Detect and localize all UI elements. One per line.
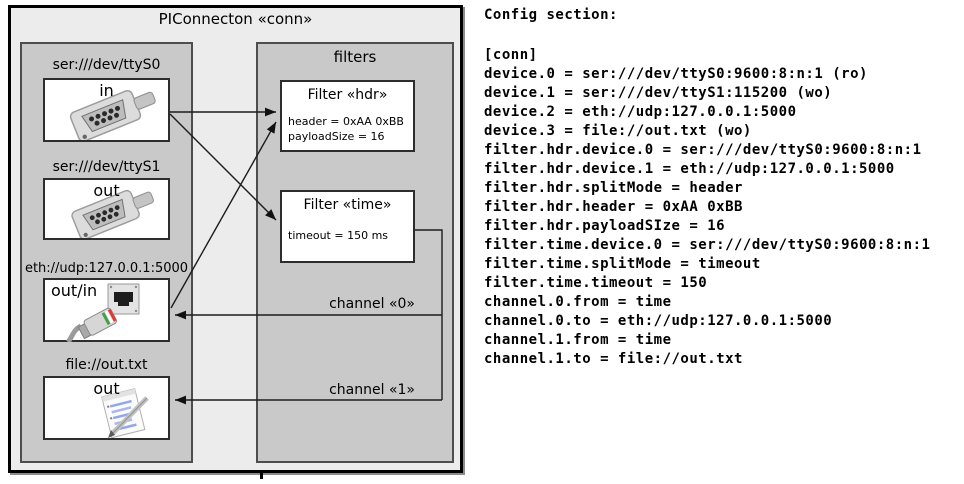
config-line: [conn] — [484, 47, 538, 63]
config-lines: [conn] device.0 = ser:///dev/ttyS0:9600:… — [484, 46, 962, 369]
filter-time-title: Filter «time» — [303, 197, 392, 213]
device-uri-eth: eth://udp:127.0.0.1:5000 — [24, 261, 189, 276]
filter-attr-timeout: timeout = 150 ms — [288, 229, 389, 242]
filter-hdr-title: Filter «hdr» — [307, 87, 388, 103]
ethernet-port-icon — [107, 283, 140, 315]
channel-0-label: channel «0» — [329, 296, 415, 312]
config-line: filter.hdr.header = 0xAA 0xBB — [484, 199, 743, 215]
config-line: filter.time.device.0 = ser:///dev/ttyS0:… — [484, 237, 931, 253]
config-line: device.1 = ser:///dev/ttyS1:115200 (wo) — [484, 85, 833, 101]
filter-hdr-box: Filter «hdr» header = 0xAA 0xBB payloadS… — [280, 80, 415, 152]
notepad-icon — [101, 388, 149, 438]
serial-connector-image — [71, 189, 154, 238]
config-line: channel.0.to = eth://udp:127.0.0.1:5000 — [484, 313, 833, 329]
device-direction-label: in — [99, 81, 114, 100]
filters-group-title: filters — [333, 48, 377, 66]
frame-bottom-notch — [260, 470, 263, 479]
config-line: filter.hdr.device.0 = ser:///dev/ttyS0:9… — [484, 142, 922, 158]
filters-group: filters Filter «hdr» header = 0xAA 0xBB … — [256, 42, 454, 463]
config-line: device.0 = ser:///dev/ttyS0:9600:8:n:1 (… — [484, 66, 868, 82]
diagram-title: PIConnecton «conn» — [158, 10, 313, 28]
filter-attr-payloadsize: payloadSize = 16 — [288, 130, 385, 143]
ethernet-plug-icon — [66, 307, 117, 342]
filter-time-box: Filter «time» timeout = 150 ms — [280, 190, 415, 263]
config-heading: Config section: — [484, 7, 618, 23]
piconnection-frame: PIConnecton «conn» ser:///dev/ttyS0 in — [8, 5, 463, 473]
device-box-file: out — [43, 376, 170, 440]
config-line: filter.hdr.payloadSIze = 16 — [484, 218, 726, 234]
device-direction-label: out — [93, 181, 120, 200]
device-direction-label: out/in — [51, 281, 98, 300]
config-line: channel.0.from = time — [484, 294, 672, 310]
device-uri-ttys1: ser:///dev/ttyS1 — [52, 159, 161, 175]
device-uri-file: file://out.txt — [65, 357, 148, 373]
device-direction-label: out — [93, 379, 120, 398]
config-line: channel.1.from = time — [484, 332, 672, 348]
config-line: filter.time.splitMode = timeout — [484, 256, 761, 272]
device-box-eth: out/in — [43, 278, 170, 342]
device-box-ttys0: in — [43, 78, 170, 142]
config-line: filter.time.timeout = 150 — [484, 275, 708, 291]
serial-connector-image — [69, 89, 156, 140]
device-uri-ttys0: ser:///dev/ttyS0 — [52, 57, 161, 73]
filter-hdr-attributes: header = 0xAA 0xBB payloadSize = 16 — [288, 114, 409, 144]
config-line: filter.hdr.splitMode = header — [484, 180, 743, 196]
config-line: channel.1.to = file://out.txt — [484, 351, 743, 367]
config-section: Config section: [conn] device.0 = ser://… — [484, 7, 962, 369]
filter-attr-header: header = 0xAA 0xBB — [288, 115, 404, 128]
device-box-ttys1: out — [43, 178, 170, 240]
config-line: device.3 = file://out.txt (wo) — [484, 123, 752, 139]
config-line: device.2 = eth://udp:127.0.0.1:5000 — [484, 104, 797, 120]
devices-group: ser:///dev/ttyS0 in ser:///dev/ttyS1 o — [20, 42, 193, 463]
config-line: filter.hdr.device.1 = eth://udp:127.0.0.… — [484, 161, 895, 177]
channel-1-label: channel «1» — [329, 382, 415, 398]
filter-time-attributes: timeout = 150 ms — [288, 228, 409, 243]
